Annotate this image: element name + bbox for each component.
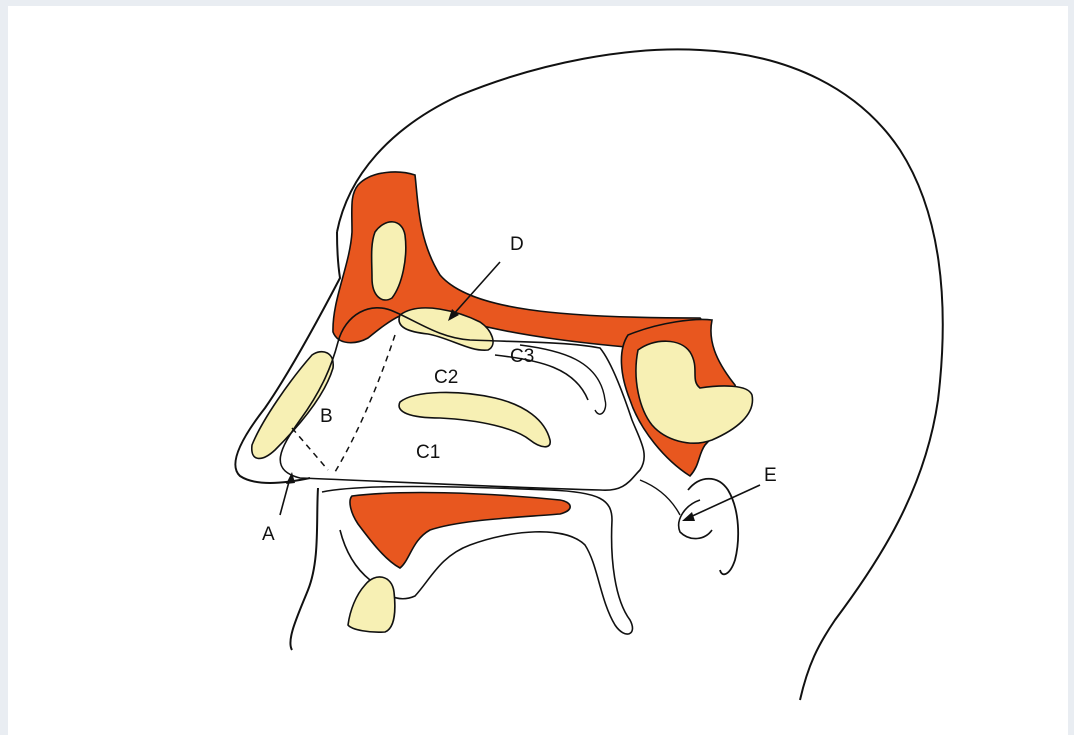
middle-concha <box>399 392 550 446</box>
label-c3: C3 <box>510 346 534 367</box>
superior-meatus-line <box>495 355 588 400</box>
arrow-e-head <box>682 512 695 521</box>
hard-palate <box>350 493 570 568</box>
label-d: D <box>510 234 524 255</box>
label-c2: C2 <box>434 367 458 388</box>
ear-canal <box>679 500 712 539</box>
arrow-e-shaft <box>688 485 760 518</box>
eustachian-tube-line <box>640 480 680 515</box>
ear-outline <box>688 479 738 575</box>
label-b: B <box>320 406 333 427</box>
maxilla-bone <box>348 577 395 632</box>
label-a: A <box>262 524 275 545</box>
label-c1: C1 <box>416 442 440 463</box>
lip-contour <box>290 488 318 650</box>
label-e: E <box>764 465 777 486</box>
